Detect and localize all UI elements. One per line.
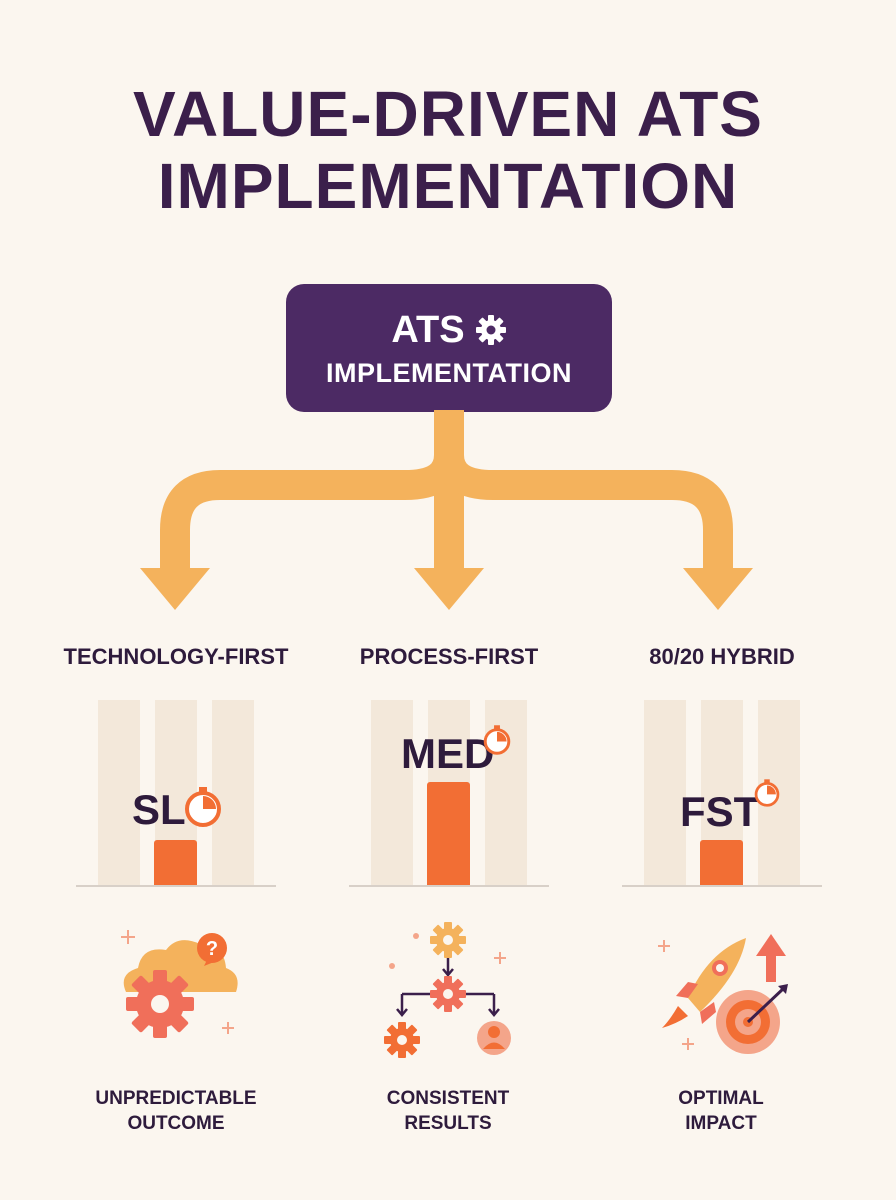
- approach-label-process-first: PROCESS-FIRST: [359, 644, 539, 669]
- speed-chart-process-first: MED: [349, 700, 549, 890]
- outcome-line-2: RESULTS: [404, 1113, 492, 1134]
- title-line-1: VALUE-DRIVEN ATS: [133, 78, 763, 150]
- arrowhead-right: [683, 568, 753, 610]
- outcome-line-2: IMPACT: [685, 1113, 757, 1134]
- outcome-line-2: OUTCOME: [127, 1113, 225, 1134]
- approach-label-hybrid: 80/20 HYBRID: [649, 644, 795, 669]
- arrowhead-center: [414, 568, 484, 610]
- arrowhead-left: [140, 568, 210, 610]
- speed-chart-technology-first: SL: [76, 700, 276, 890]
- speed-label: FST: [680, 788, 760, 835]
- rocket-target-icon: [648, 924, 798, 1064]
- approach-label-technology-first: TECHNOLOGY-FIRST: [63, 644, 289, 669]
- branch-right: [434, 410, 733, 578]
- speed-chart-hybrid: FST: [622, 700, 822, 890]
- outcome-process-first: CONSISTENT RESULTS: [318, 1086, 578, 1136]
- speed-bar: [154, 840, 197, 885]
- stopwatch-icon: [184, 786, 222, 828]
- root-node: ATS IMPLEMENTATION: [286, 284, 612, 412]
- speed-bar: [700, 840, 743, 885]
- root-node-subtitle: IMPLEMENTATION: [326, 358, 572, 388]
- stopwatch-icon: [483, 724, 511, 756]
- speed-bar: [427, 782, 470, 885]
- cloud-gear-question-icon: ?: [108, 922, 248, 1062]
- root-node-title: ATS: [391, 309, 465, 351]
- svg-text:?: ?: [206, 938, 218, 960]
- title-line-2: IMPLEMENTATION: [157, 150, 739, 222]
- outcome-line-1: CONSISTENT: [386, 1088, 510, 1109]
- outcome-line-1: UNPREDICTABLE: [95, 1088, 257, 1109]
- page-title: VALUE-DRIVEN ATS IMPLEMENTATION: [0, 78, 896, 222]
- process-flow-icon: [378, 918, 518, 1068]
- outcome-hybrid: OPTIMAL IMPACT: [591, 1086, 851, 1136]
- gear-icon: [475, 314, 507, 346]
- speed-label: MED: [401, 730, 495, 777]
- speed-label: SL: [132, 786, 186, 833]
- outcome-line-1: OPTIMAL: [678, 1088, 764, 1109]
- branch-left: [160, 410, 464, 578]
- outcome-technology-first: UNPREDICTABLE OUTCOME: [46, 1086, 306, 1136]
- stopwatch-icon: [754, 778, 780, 808]
- branch-arrows: [140, 410, 753, 610]
